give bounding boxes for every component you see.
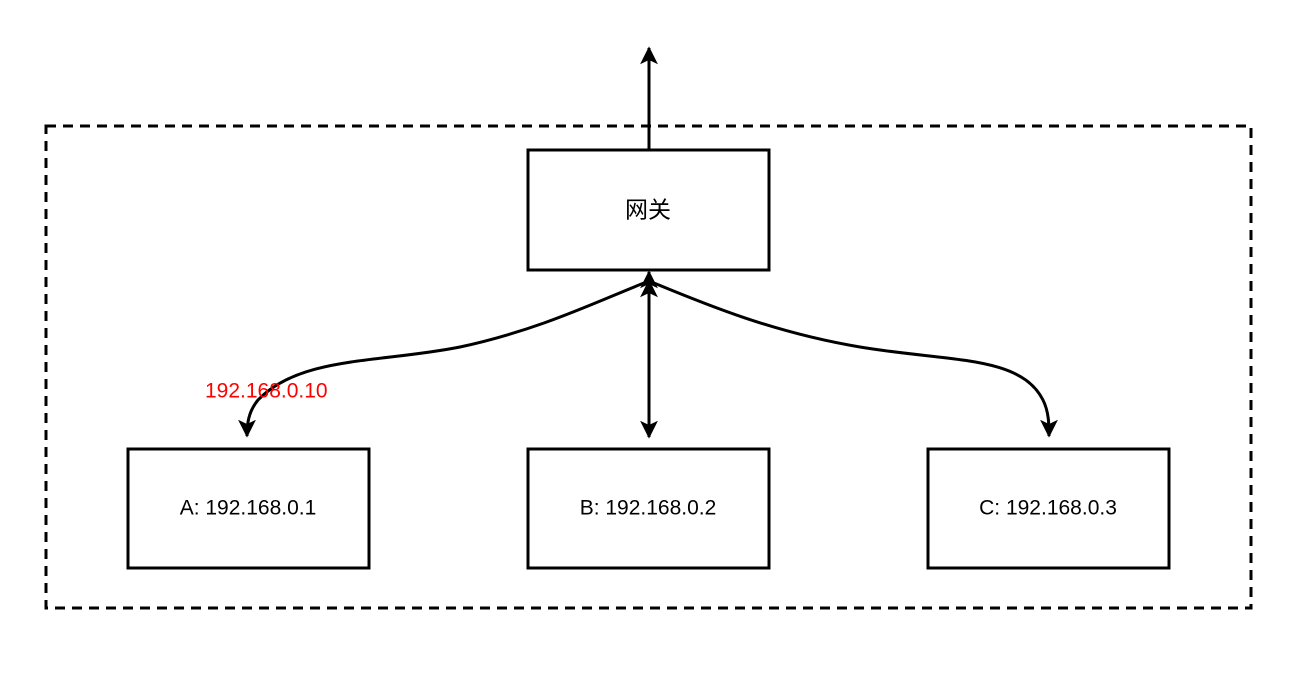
gateway-box[interactable] (526, 148, 771, 272)
source-ip-annotation: 192.168.0.10 (205, 380, 328, 403)
host-box-a[interactable] (126, 447, 371, 570)
host-label-b: B: 192.168.0.2 (580, 497, 717, 520)
edge-gateway-host-c (648, 279, 1058, 438)
gateway-label: 网关 (625, 198, 671, 224)
edge-gateway-host-a (238, 279, 650, 438)
host-label-c: C: 192.168.0.3 (979, 497, 1117, 520)
host-box-b[interactable] (526, 447, 771, 570)
host-label-a: A: 192.168.0.1 (180, 497, 317, 520)
host-box-c[interactable] (926, 447, 1171, 570)
